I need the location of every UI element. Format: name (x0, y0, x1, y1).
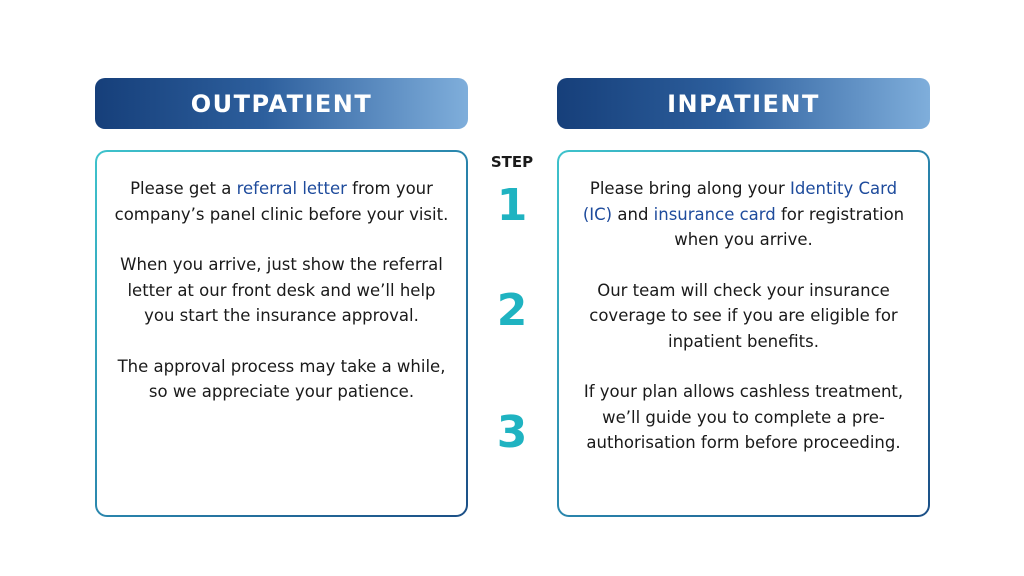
outpatient-header: OUTPATIENT (95, 78, 468, 129)
outpatient-title: OUTPATIENT (190, 89, 373, 118)
step-number-3: 3 (496, 407, 528, 458)
inpatient-title: INPATIENT (667, 89, 820, 118)
inpatient-step-1-part-a: Please bring along your (589, 179, 791, 198)
outpatient-step-1-text: Please get a referral letter from your c… (111, 176, 452, 227)
step-number-2: 2 (496, 285, 528, 336)
outpatient-step-2-text: When you arrive, just show the referral … (120, 255, 443, 325)
inpatient-step-1-part-e: for registration when you arrive. (674, 204, 905, 250)
inpatient-step-1-part-c: and (612, 204, 654, 224)
inpatient-card: Please bring along your Identity Card (I… (557, 150, 930, 517)
insurance-card-highlight: insurance card (653, 204, 776, 224)
identity-card-highlight: Identity Card (IC) (582, 179, 898, 224)
step-number-1: 1 (496, 180, 528, 231)
inpatient-step-3-text: If your plan allows cashless treatment, … (583, 382, 904, 452)
outpatient-step-1-part-a: Please get a (130, 179, 237, 198)
inpatient-step-2-text: Our team will check your insurance cover… (589, 280, 898, 351)
outpatient-step-1-part-c: from your company’s panel clinic before … (114, 179, 449, 224)
step-label: STEP (490, 153, 534, 171)
outpatient-step-3-text: The approval process may take a while, s… (117, 356, 446, 402)
referral-letter-highlight: referral letter (236, 179, 347, 198)
inpatient-step-1-text: Please bring along your Identity Card (I… (573, 176, 914, 253)
outpatient-card-body: Please get a referral letter from your c… (97, 152, 466, 515)
inpatient-header: INPATIENT (557, 78, 930, 129)
inpatient-card-body: Please bring along your Identity Card (I… (559, 152, 928, 515)
outpatient-card: Please get a referral letter from your c… (95, 150, 468, 517)
